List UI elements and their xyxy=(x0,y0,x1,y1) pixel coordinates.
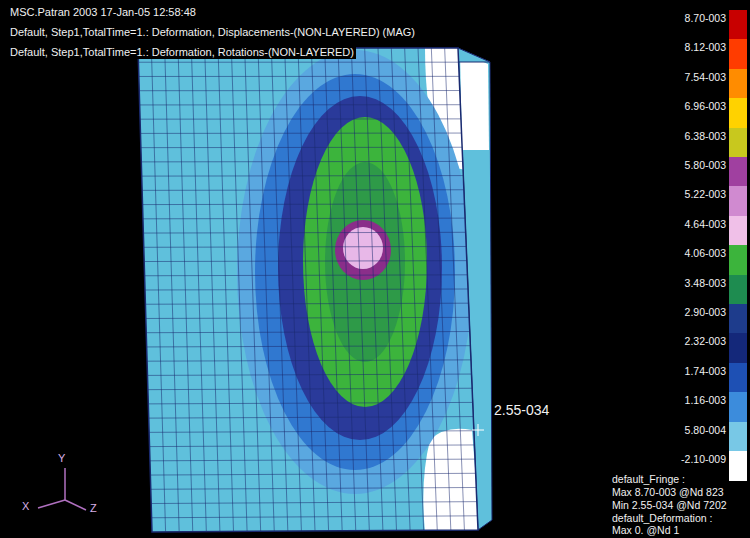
legend-value: 4.06-003 xyxy=(685,247,726,259)
mesh-line xyxy=(140,118,461,119)
legend-value: 1.16-003 xyxy=(685,394,726,406)
mesh-line xyxy=(149,431,474,433)
legend-swatch xyxy=(729,186,747,216)
legend-swatch xyxy=(729,451,747,481)
value-label: 2.55-034 xyxy=(494,402,549,418)
mesh-line xyxy=(152,516,478,518)
legend-swatch xyxy=(729,245,747,275)
legend-value: 7.54-003 xyxy=(685,71,726,83)
mesh-line xyxy=(140,133,461,134)
mesh-line xyxy=(144,260,467,262)
legend-value: 5.80-004 xyxy=(685,424,726,436)
legend-swatch xyxy=(729,392,747,422)
legend-swatch xyxy=(729,39,747,69)
mesh-line xyxy=(145,274,468,276)
info-text: Min 2.55-034 @Nd 7202 xyxy=(612,499,727,511)
legend-swatch xyxy=(729,10,747,40)
legend-value: 5.80-003 xyxy=(685,159,726,171)
axis-label: Z xyxy=(90,502,97,515)
legend-value: 2.90-003 xyxy=(685,306,726,318)
side-white-patch xyxy=(460,52,489,150)
mesh-line xyxy=(150,473,475,475)
mesh-line xyxy=(148,388,472,389)
legend-value: -2.10-009 xyxy=(681,453,726,465)
mesh-line xyxy=(139,90,460,91)
legend-value: 6.38-003 xyxy=(685,130,726,142)
legend-value: 3.48-003 xyxy=(685,277,726,289)
mesh-line xyxy=(145,303,468,304)
mesh-line xyxy=(151,487,476,489)
contour-field xyxy=(130,40,490,538)
legend-swatch xyxy=(729,333,747,363)
mesh-line xyxy=(139,76,459,77)
legend-swatch xyxy=(729,157,747,187)
mesh-line xyxy=(141,161,462,162)
legend-value: 4.64-003 xyxy=(685,218,726,230)
result-title: Default, Step1,TotalTime=1.: Deformation… xyxy=(8,26,417,39)
legend-swatch xyxy=(729,69,747,99)
legend-swatch xyxy=(729,422,747,452)
legend-swatch xyxy=(729,275,747,305)
mesh-line xyxy=(145,289,468,290)
mesh-line xyxy=(144,246,466,248)
axis-triad xyxy=(38,468,86,510)
mesh-line xyxy=(150,445,475,447)
mesh-line xyxy=(143,232,465,234)
mesh-line xyxy=(146,317,469,318)
legend-value: 5.22-003 xyxy=(685,188,726,200)
info-text: Max 8.70-003 @Nd 823 xyxy=(612,486,724,498)
axis-label: Y xyxy=(58,452,65,465)
legend-swatch xyxy=(729,98,747,128)
mesh-line xyxy=(142,189,464,191)
header-text: MSC.Patran 2003 17-Jan-05 12:58:48 xyxy=(8,6,198,19)
mesh-line xyxy=(147,360,471,361)
legend-value: 2.32-003 xyxy=(685,335,726,347)
mesh-line xyxy=(146,332,470,333)
result-title: Default, Step1,TotalTime=1.: Deformation… xyxy=(8,46,356,59)
mesh-line xyxy=(147,374,471,375)
legend-swatch xyxy=(729,304,747,334)
legend-value: 8.70-003 xyxy=(685,12,726,24)
mesh-line xyxy=(148,402,472,403)
mesh-line xyxy=(147,346,471,347)
legend-swatch xyxy=(729,216,747,246)
legend-value: 1.74-003 xyxy=(685,365,726,377)
legend-value: 8.12-003 xyxy=(685,41,726,53)
legend-swatch xyxy=(729,363,747,393)
mesh-line xyxy=(143,203,465,205)
info-text: default_Deformation : xyxy=(612,512,712,524)
mesh-line xyxy=(140,104,461,105)
mesh-line xyxy=(149,417,474,419)
mesh-line xyxy=(151,502,477,504)
info-text: Max 0. @Nd 1 xyxy=(612,524,679,536)
mesh-line xyxy=(142,175,464,177)
legend-value: 6.96-003 xyxy=(685,100,726,112)
legend-swatch xyxy=(729,128,747,158)
mesh-line xyxy=(138,62,458,63)
mesh-line xyxy=(143,218,465,220)
axis-label: X xyxy=(22,500,29,513)
mesh-line xyxy=(141,147,462,148)
info-text: default_Fringe : xyxy=(612,473,685,485)
node-marker xyxy=(472,424,484,436)
mesh-line xyxy=(150,459,475,461)
